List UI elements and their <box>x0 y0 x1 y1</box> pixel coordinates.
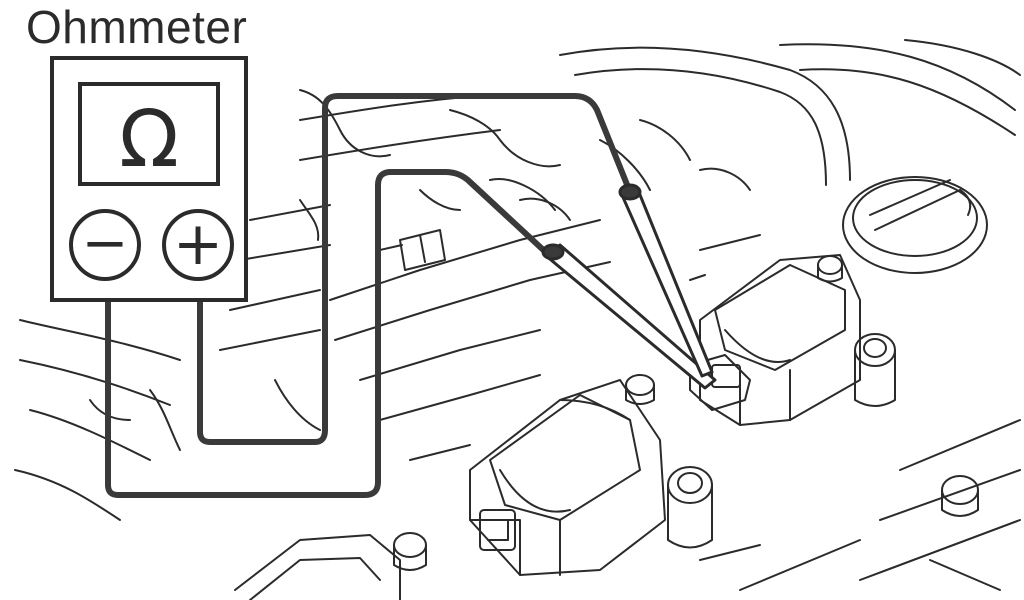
positive-terminal-sign: + <box>173 209 223 279</box>
probes <box>543 185 715 388</box>
negative-terminal-sign: − <box>82 211 129 276</box>
ohm-symbol: Ω <box>119 95 179 185</box>
ohmmeter: Ω − + <box>52 58 246 300</box>
